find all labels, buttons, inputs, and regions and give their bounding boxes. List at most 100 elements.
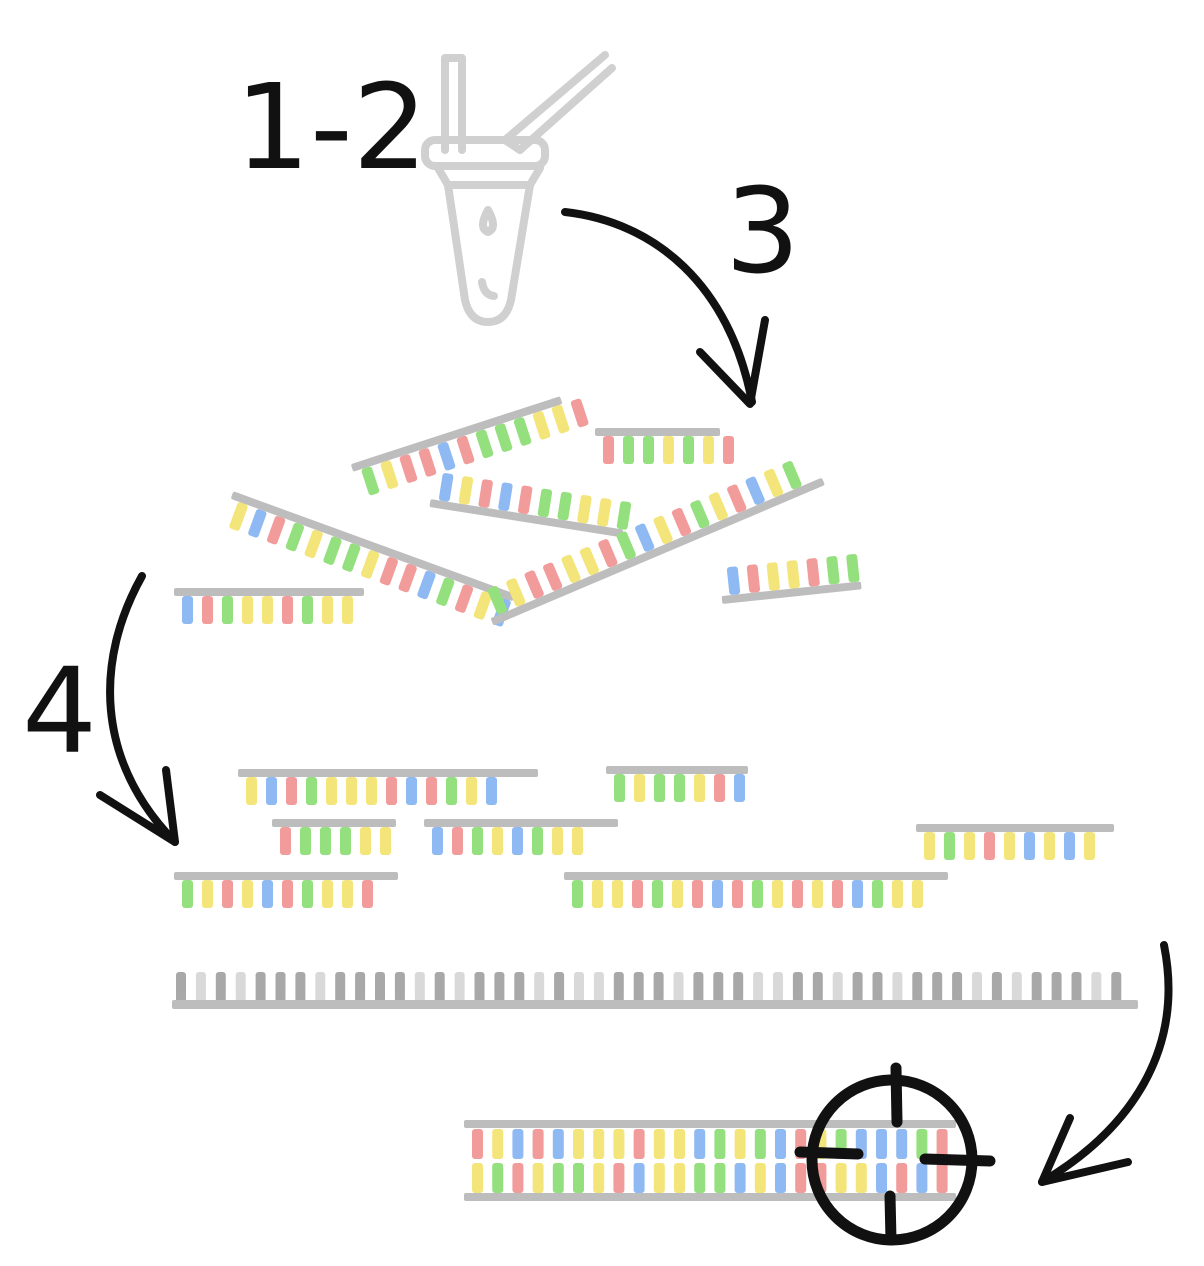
- fragment-2: [595, 428, 734, 464]
- product-base-top: [734, 1129, 746, 1159]
- nucleotide-base: [846, 553, 860, 583]
- strand-group: [172, 396, 1138, 1201]
- strand-backbone: [174, 872, 398, 880]
- template-base: [454, 972, 465, 1002]
- product-base-bottom: [472, 1163, 483, 1193]
- product-backbone-top: [464, 1120, 956, 1128]
- template-base: [952, 972, 963, 1002]
- product-base-top: [532, 1129, 544, 1159]
- nucleotide-base: [745, 476, 765, 505]
- product-base-bottom: [795, 1163, 807, 1193]
- nucleotide-base: [766, 562, 780, 591]
- pipette-icon: [441, 51, 616, 154]
- template-base: [1111, 972, 1122, 1002]
- strand-backbone: [491, 478, 825, 626]
- product-base-top: [492, 1129, 504, 1159]
- nucleotide-base: [557, 491, 572, 521]
- product-base-top: [653, 1129, 665, 1159]
- arrow-to-target: [1038, 941, 1173, 1186]
- nucleotide-base: [320, 827, 331, 855]
- product-base-bottom: [835, 1163, 847, 1193]
- nucleotide-base: [653, 515, 673, 544]
- nucleotide-base: [513, 417, 532, 446]
- nucleotide-base: [406, 777, 417, 805]
- nucleotide-base: [322, 880, 333, 908]
- nucleotide-base: [572, 880, 583, 908]
- template-base: [574, 972, 584, 1002]
- product-base-top: [613, 1129, 625, 1159]
- template-base: [195, 972, 206, 1002]
- template-base: [554, 972, 565, 1002]
- template-base: [713, 972, 724, 1002]
- nucleotide-base: [1004, 832, 1015, 860]
- nucleotide-base: [229, 502, 248, 531]
- product-base-bottom: [775, 1163, 786, 1193]
- product-base-bottom: [532, 1163, 544, 1193]
- nucleotide-base: [826, 556, 840, 585]
- nucleotide-base: [262, 596, 273, 624]
- nucleotide-base: [635, 523, 655, 552]
- nucleotide-base: [326, 777, 337, 805]
- nucleotide-base: [532, 827, 543, 855]
- product-backbone-bottom: [464, 1193, 956, 1201]
- nucleotide-base: [714, 774, 725, 802]
- aligned-7: [564, 872, 948, 908]
- nucleotide-base: [643, 436, 654, 464]
- product-base-bottom: [896, 1163, 908, 1193]
- aligned-1: [238, 769, 538, 805]
- nucleotide-base: [1044, 832, 1055, 860]
- template-base: [534, 972, 545, 1002]
- step-label-1-2: 1-2: [235, 58, 428, 196]
- nucleotide-base: [734, 774, 745, 802]
- nucleotide-base: [632, 880, 643, 908]
- product-base-top: [674, 1129, 685, 1159]
- nucleotide-base: [322, 596, 333, 624]
- nucleotide-base: [1064, 832, 1075, 860]
- nucleotide-base: [726, 566, 741, 595]
- nucleotide-base: [486, 777, 497, 805]
- product-base-bottom: [613, 1163, 625, 1193]
- step-label-3: 3: [725, 162, 800, 300]
- nucleotide-base: [452, 827, 463, 855]
- nucleotide-base: [360, 827, 371, 855]
- template-base: [991, 972, 1002, 1002]
- product-base-bottom: [936, 1163, 948, 1193]
- fragment-6: [721, 553, 862, 604]
- nucleotide-base: [342, 596, 353, 624]
- nucleotide-base: [812, 880, 823, 908]
- nucleotide-base: [399, 454, 418, 483]
- nucleotide-base: [360, 550, 380, 579]
- nucleotide-base: [323, 536, 342, 565]
- nucleotide-base: [492, 827, 503, 855]
- nucleotide-base: [379, 557, 398, 586]
- nucleotide-base: [361, 466, 380, 496]
- nucleotide-base: [182, 880, 193, 908]
- nucleotide-base: [570, 398, 589, 428]
- nucleotide-base: [944, 832, 955, 860]
- product-base-bottom: [916, 1163, 928, 1193]
- strand-backbone: [595, 428, 720, 436]
- product-base-top: [896, 1129, 908, 1159]
- nucleotide-base: [634, 774, 645, 802]
- nucleotide-base: [366, 777, 377, 805]
- nucleotide-base: [342, 543, 361, 572]
- nucleotide-base: [598, 539, 618, 568]
- nucleotide-base: [654, 774, 665, 802]
- nucleotide-base: [543, 562, 563, 591]
- template-base: [852, 972, 863, 1002]
- nucleotide-base: [727, 484, 747, 513]
- nucleotide-base: [672, 880, 683, 908]
- nucleotide-base: [346, 777, 357, 805]
- nucleotide-base: [242, 880, 253, 908]
- nucleotide-base: [202, 596, 213, 624]
- nucleotide-base: [418, 448, 437, 477]
- aligned-3: [272, 819, 396, 855]
- nucleotide-base: [746, 564, 761, 593]
- template-base: [1031, 972, 1042, 1002]
- nucleotide-base: [703, 436, 714, 464]
- nucleotide-base: [752, 880, 763, 908]
- nucleotide-base: [708, 492, 728, 521]
- double-strand-product: [464, 1120, 956, 1201]
- product-base-bottom: [876, 1163, 887, 1193]
- aligned-2: [606, 766, 748, 802]
